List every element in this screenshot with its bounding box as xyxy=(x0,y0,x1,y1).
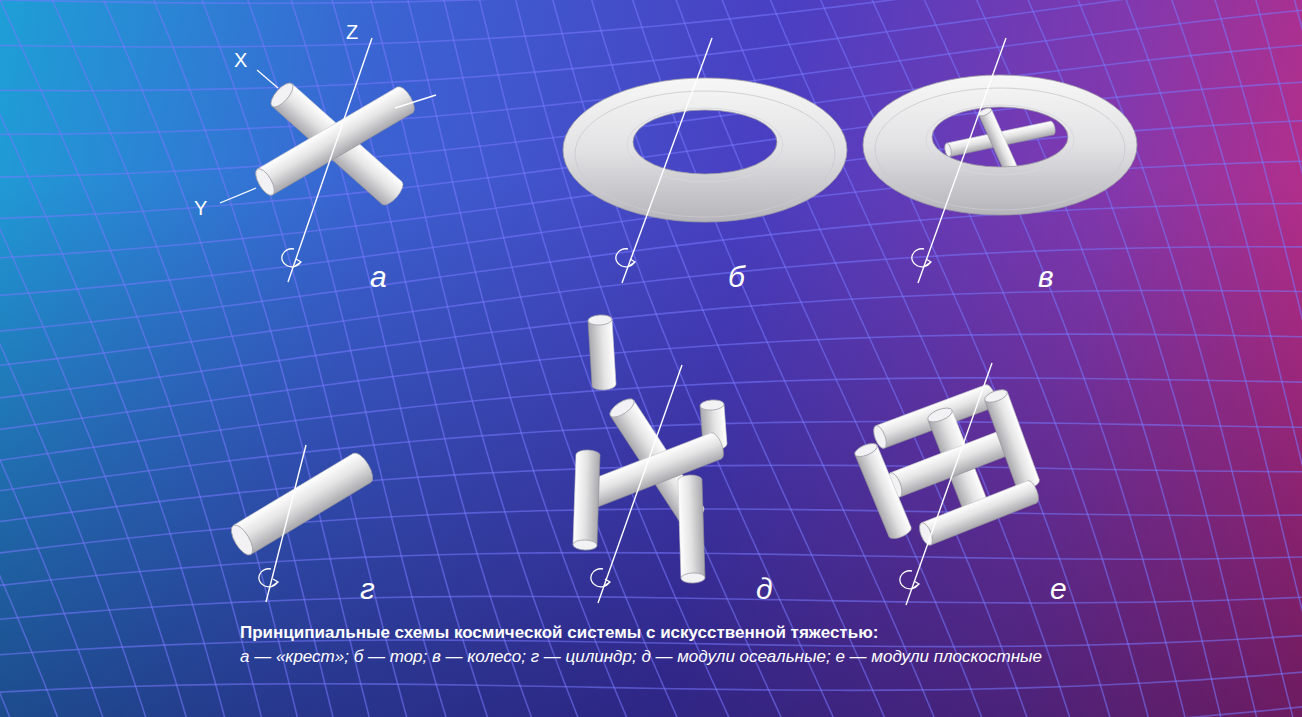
grid-line xyxy=(0,0,1302,47)
grid-line xyxy=(0,0,272,717)
figure-letter: б xyxy=(728,262,745,292)
figure-letter: а xyxy=(370,262,387,292)
grid-line xyxy=(0,665,1302,696)
grid-line xyxy=(1110,0,1302,717)
rotation-axis xyxy=(288,38,372,282)
module-cylinder xyxy=(227,450,377,559)
module-cylinder xyxy=(853,441,913,542)
figure-letter: д xyxy=(756,574,773,604)
leader-line xyxy=(220,188,256,203)
grid-line xyxy=(0,0,159,717)
grid-line xyxy=(1244,0,1302,717)
rotation-arrow xyxy=(912,249,931,267)
torus-shading xyxy=(926,105,1074,175)
torus-shading xyxy=(575,91,835,217)
grid-line xyxy=(34,0,308,717)
module-cylinder xyxy=(579,431,726,510)
grid-line xyxy=(0,0,1302,91)
figure-letter: е xyxy=(1050,574,1067,604)
module-cylinder xyxy=(917,479,1041,547)
grid-line xyxy=(233,0,459,717)
caption-title: Принципиальные схемы космической системы… xyxy=(240,622,1060,645)
torus-shading xyxy=(627,108,783,182)
module-cylinder xyxy=(983,387,1041,493)
torus-shading xyxy=(875,88,1125,210)
grid-line xyxy=(1284,0,1302,717)
caption-block: Принципиальные схемы космической системы… xyxy=(240,622,1060,670)
rotation-axis xyxy=(918,38,1006,283)
axis-label: X xyxy=(234,50,247,70)
axis-label: Z xyxy=(346,22,358,42)
module-cylinder xyxy=(678,475,705,584)
rotation-axis xyxy=(266,445,306,602)
axis-label: Y xyxy=(194,198,207,218)
grid-line xyxy=(137,0,380,717)
rotation-arrow xyxy=(616,249,635,267)
module-cylinder xyxy=(252,84,418,198)
caption-text: а — «крест»; б — тор; в — колесо; г — ци… xyxy=(240,645,1060,670)
grid-line xyxy=(360,0,595,717)
grid-line xyxy=(1157,0,1302,717)
figure-letter: г xyxy=(360,574,375,604)
grid-line xyxy=(186,0,418,717)
module-cylinder xyxy=(588,314,617,391)
rotation-arrow xyxy=(259,569,278,587)
grid-line xyxy=(0,593,1302,625)
figures xyxy=(220,38,1137,605)
torus-ring xyxy=(563,78,847,222)
grid-line xyxy=(0,0,236,717)
leader-line xyxy=(257,70,278,88)
rotation-arrow xyxy=(591,569,610,587)
grid-line xyxy=(1202,0,1302,717)
grid-line xyxy=(542,0,852,717)
rotation-axis xyxy=(395,95,436,108)
figure-letter: в xyxy=(1038,262,1054,292)
torus-ring xyxy=(863,75,1137,215)
rotation-axis xyxy=(598,365,682,603)
rotation-arrow xyxy=(282,249,301,267)
rotation-arrow xyxy=(900,571,919,589)
rotation-axis xyxy=(906,363,992,605)
rotation-axis xyxy=(622,38,712,283)
module-cylinder xyxy=(573,450,600,551)
grid-line xyxy=(854,0,1159,717)
